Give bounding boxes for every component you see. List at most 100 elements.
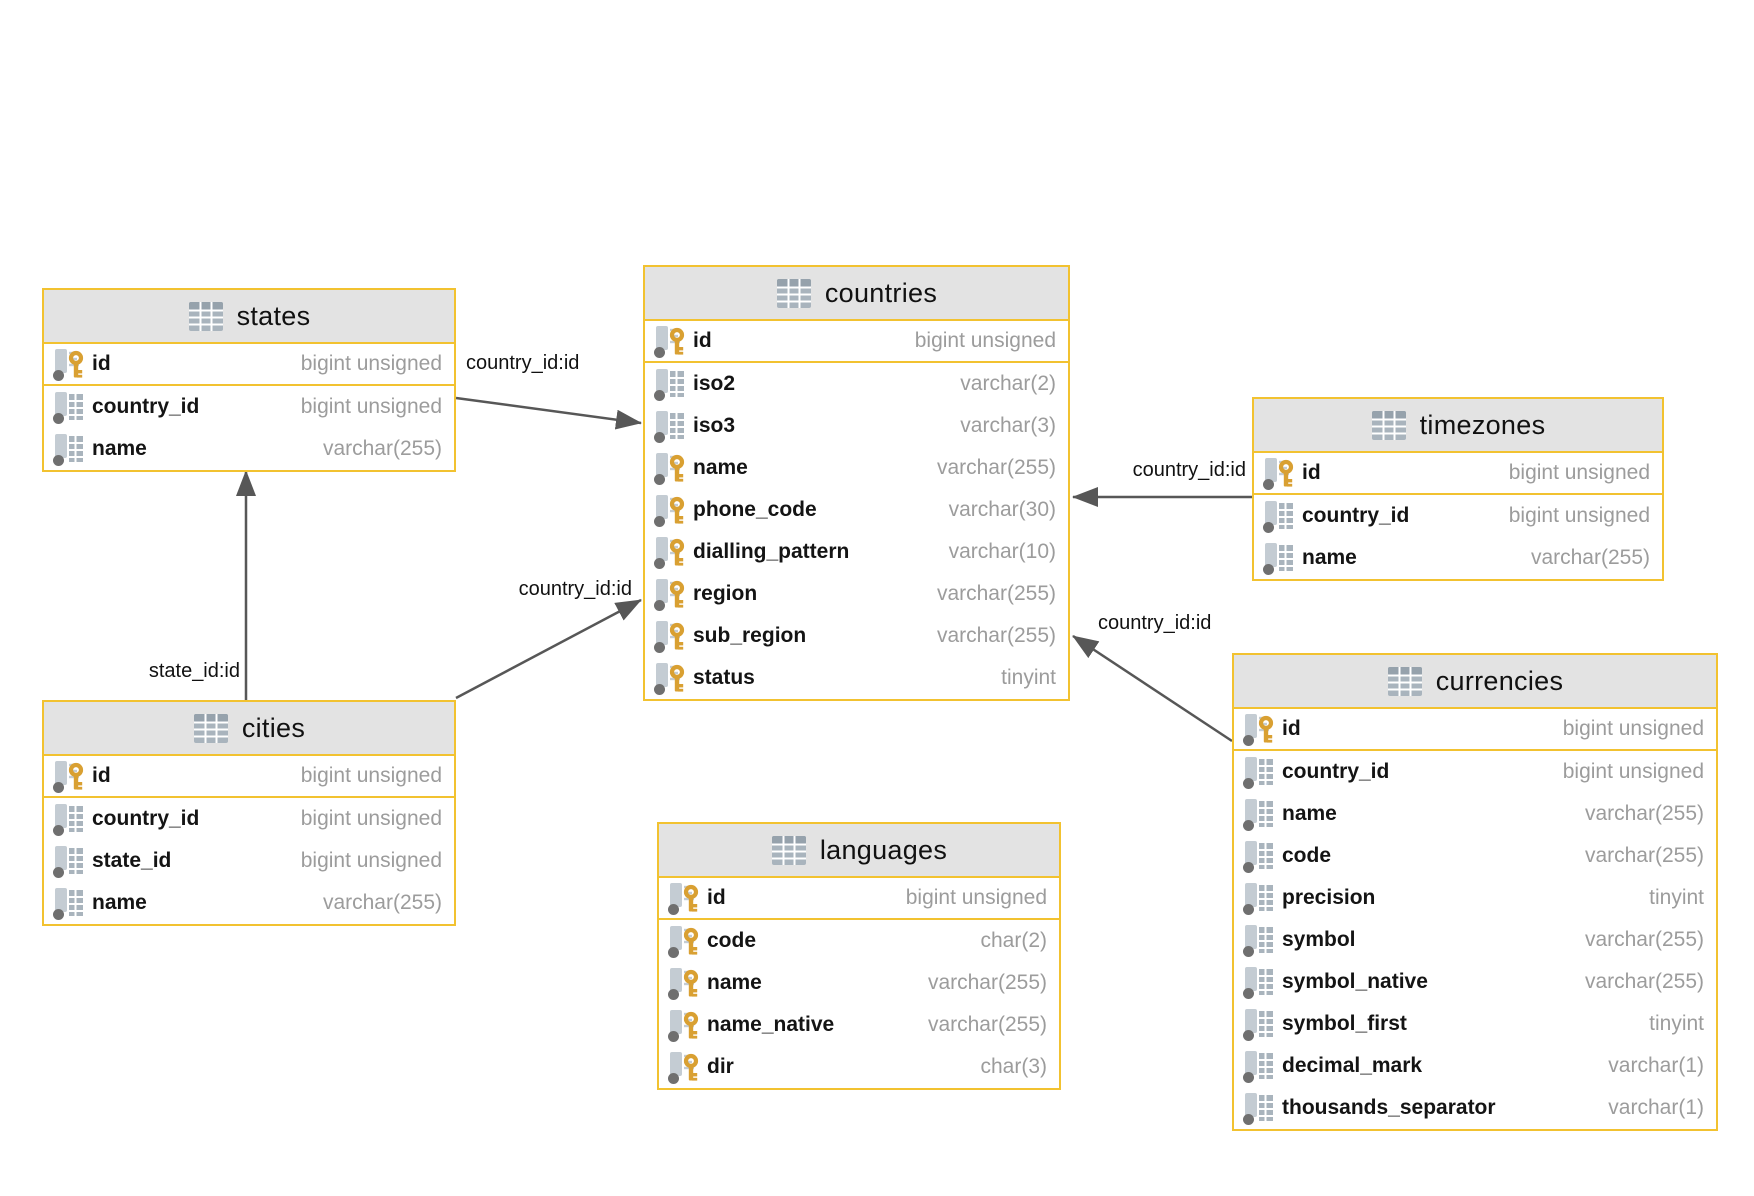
column-type: varchar(255)	[1584, 928, 1704, 951]
column-row-currencies-symbol[interactable]: symbol varchar(255)	[1234, 919, 1716, 961]
column-name: id	[92, 352, 111, 375]
column-type: varchar(255)	[1584, 802, 1704, 825]
table-icon	[776, 278, 812, 309]
relationship-label-currencies-countries: country_id:id	[1098, 612, 1212, 634]
column-icon	[1242, 1091, 1278, 1125]
table-header-cities[interactable]: cities	[44, 702, 454, 756]
column-name: name	[693, 456, 748, 479]
column-type: varchar(255)	[927, 1013, 1047, 1036]
column-type: bigint unsigned	[300, 849, 442, 872]
column-name: country_id	[1302, 504, 1410, 527]
column-type: varchar(1)	[1608, 1054, 1704, 1077]
column-icon	[52, 432, 88, 466]
table-title: currencies	[1435, 665, 1564, 696]
table-icon	[771, 835, 807, 866]
column-name: dialling_pattern	[693, 540, 850, 563]
relationship-line-states-countries[interactable]	[455, 396, 642, 430]
column-row-countries-name[interactable]: name varchar(255)	[645, 447, 1068, 489]
key-column-icon	[52, 759, 88, 793]
column-type: tinyint	[1649, 1012, 1704, 1035]
column-name: iso2	[693, 372, 736, 395]
column-icon	[52, 886, 88, 920]
column-name: precision	[1282, 886, 1376, 909]
relationship-line-cities-countries[interactable]	[455, 598, 642, 700]
key-column-icon	[653, 619, 689, 653]
key-column-icon	[667, 1008, 703, 1042]
table-header-currencies[interactable]: currencies	[1234, 655, 1716, 709]
table-header-timezones[interactable]: timezones	[1254, 399, 1662, 453]
relationship-line-currencies-countries[interactable]	[1072, 634, 1233, 743]
table-header-states[interactable]: states	[44, 290, 454, 344]
column-type: bigint unsigned	[1562, 760, 1704, 783]
key-column-icon	[653, 451, 689, 485]
table-header-countries[interactable]: countries	[645, 267, 1068, 321]
table-title: states	[236, 300, 311, 331]
key-column-icon	[1262, 456, 1298, 490]
table-header-languages[interactable]: languages	[659, 824, 1059, 878]
column-row-timezones-name[interactable]: name varchar(255)	[1254, 537, 1662, 579]
column-icon	[653, 367, 689, 401]
column-type: varchar(30)	[948, 498, 1056, 521]
column-type: varchar(255)	[322, 891, 442, 914]
column-type: varchar(255)	[1584, 970, 1704, 993]
column-name: sub_region	[693, 624, 807, 647]
column-type: varchar(1)	[1608, 1096, 1704, 1119]
column-type: tinyint	[1001, 666, 1056, 689]
key-column-icon	[667, 966, 703, 1000]
key-column-icon	[653, 661, 689, 695]
column-name: code	[1282, 844, 1332, 867]
column-name: name	[1302, 546, 1357, 569]
table-title: countries	[824, 277, 938, 308]
column-name: iso3	[693, 414, 736, 437]
column-type: bigint unsigned	[914, 329, 1056, 352]
column-name: name	[92, 437, 147, 460]
column-type: varchar(255)	[1530, 546, 1650, 569]
column-type: varchar(255)	[936, 456, 1056, 479]
column-name: id	[1282, 717, 1301, 740]
column-icon	[1262, 541, 1298, 575]
column-icon	[52, 802, 88, 836]
column-name: symbol	[1282, 928, 1356, 951]
column-name: id	[92, 764, 111, 787]
